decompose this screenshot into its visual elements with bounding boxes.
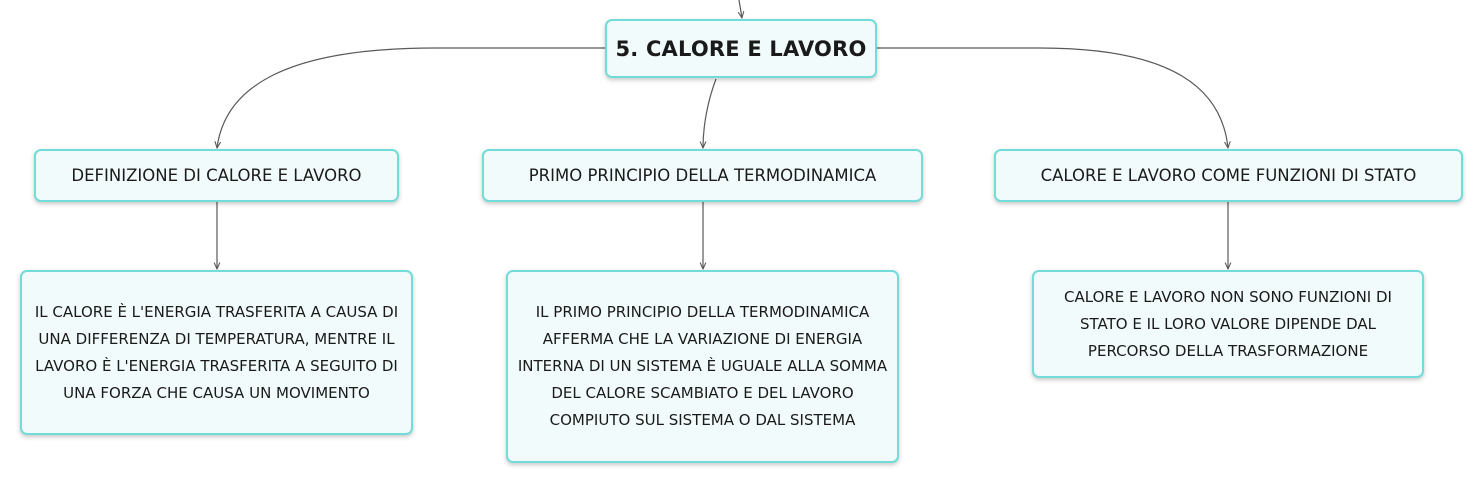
topic-node-primo-principio[interactable]: PRIMO PRINCIPIO DELLA TERMODINAMICA [482, 149, 923, 202]
connector-root-topic-2 [703, 78, 717, 148]
incoming-connector [739, 0, 742, 18]
detail-node-primo-principio[interactable]: IL PRIMO PRINCIPIO DELLA TERMODINAMICA A… [506, 270, 899, 463]
detail-text: IL PRIMO PRINCIPIO DELLA TERMODINAMICA A… [517, 303, 888, 429]
detail-text: IL CALORE È L'ENERGIA TRASFERITA A CAUSA… [34, 302, 399, 402]
detail-node-definizione[interactable]: IL CALORE È L'ENERGIA TRASFERITA A CAUSA… [20, 270, 413, 435]
root-topic-node[interactable]: 5. CALORE E LAVORO [605, 19, 877, 78]
topic-node-funzioni-di-stato[interactable]: CALORE E LAVORO COME FUNZIONI DI STATO [994, 149, 1463, 202]
topic-label: CALORE E LAVORO COME FUNZIONI DI STATO [1040, 166, 1417, 185]
detail-text: CALORE E LAVORO NON SONO FUNZIONI DI STA… [1064, 287, 1392, 360]
root-topic-label: 5. CALORE E LAVORO [615, 36, 867, 61]
detail-node-funzioni-di-stato[interactable]: CALORE E LAVORO NON SONO FUNZIONI DI STA… [1032, 270, 1424, 378]
connector-root-topic-3 [877, 47, 1228, 148]
connector-root-topic-1 [217, 47, 605, 148]
topic-label: DEFINIZIONE DI CALORE E LAVORO [71, 166, 362, 185]
topic-label: PRIMO PRINCIPIO DELLA TERMODINAMICA [528, 166, 877, 185]
topic-node-definizione[interactable]: DEFINIZIONE DI CALORE E LAVORO [34, 149, 399, 202]
